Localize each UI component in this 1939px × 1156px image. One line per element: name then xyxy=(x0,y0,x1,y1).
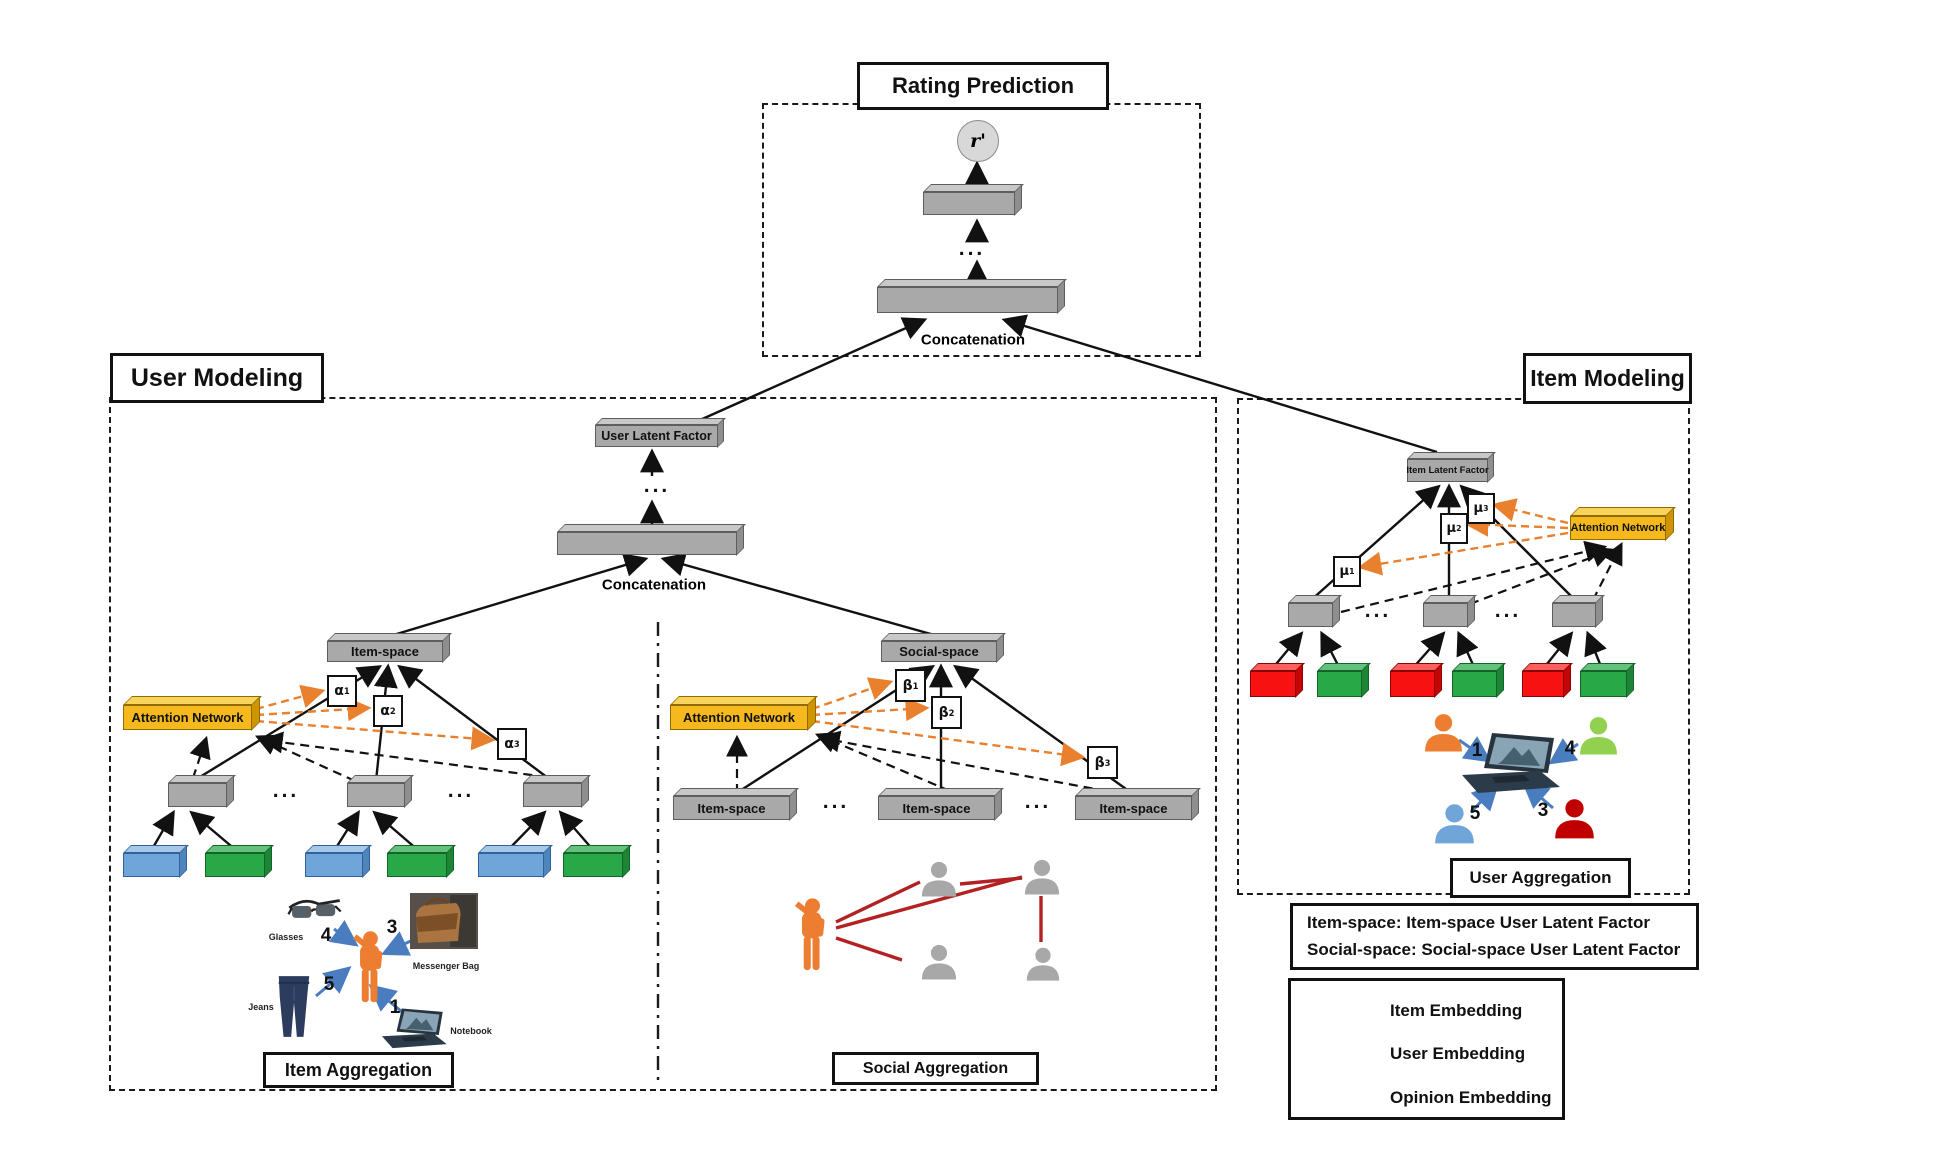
user-modeling-dashed-arrows xyxy=(189,730,1123,796)
jeans-rating: 5 xyxy=(323,974,335,995)
item-aggregation-title: Item Aggregation xyxy=(263,1052,454,1088)
user-embedding-3 xyxy=(1522,671,1564,697)
legend-user-embedding-label: User Embedding xyxy=(1390,1044,1526,1063)
rating-arrows xyxy=(699,160,1438,454)
user-modeling-region xyxy=(109,397,1217,1091)
attention-weight-arrows-right xyxy=(1357,498,1569,576)
legend-item-embedding-label: Item Embedding xyxy=(1390,1001,1523,1020)
social-space-latent-bar: Social-space xyxy=(881,641,997,662)
um-concatenation-bar xyxy=(557,532,737,555)
friend-itemspace-2: Item-space xyxy=(878,796,995,820)
user-embedding-2 xyxy=(1390,671,1435,697)
im-opinion-embedding-1 xyxy=(1317,671,1362,697)
social-graph-links xyxy=(835,875,1043,962)
jeans-icon xyxy=(277,974,311,1039)
item-modeling-arrows xyxy=(1271,483,1607,670)
user-rating-4: 4 xyxy=(1564,738,1576,759)
definitions-note: Item-space: Item-space User Latent Facto… xyxy=(1290,903,1699,970)
opinion-embedding-3 xyxy=(563,853,623,877)
item-latent-factor-bar: Item Latent Factor xyxy=(1406,459,1489,482)
legend-box xyxy=(1288,978,1565,1120)
rating-concatenation-bar xyxy=(877,287,1058,313)
messenger-bag-icon xyxy=(410,893,478,949)
user-red-icon xyxy=(1555,799,1594,839)
item-opinion-hidden-3 xyxy=(523,783,582,807)
user-orange-icon xyxy=(1425,714,1462,752)
friend-icon xyxy=(1026,947,1060,981)
attention-network-social: Attention Network xyxy=(670,705,808,730)
item-opinion-hidden-1 xyxy=(168,783,227,807)
user-aggregation-title: User Aggregation xyxy=(1450,858,1631,898)
im-ellipsis-1: ... xyxy=(1364,598,1392,622)
notebook-rating: 1 xyxy=(389,997,401,1018)
user-latent-factor-bar: User Latent Factor xyxy=(595,425,718,447)
im-opinion-embedding-3 xyxy=(1580,671,1627,697)
user-green-icon xyxy=(1580,717,1617,755)
item-hidden-ellipsis-1: ... xyxy=(272,778,300,802)
rating-hidden-layer-bar xyxy=(923,192,1015,215)
opinion-embedding-2 xyxy=(387,853,447,877)
user-aggregation-people xyxy=(1425,714,1617,844)
item-modeling-title: Item Modeling xyxy=(1523,353,1692,404)
im-ellipsis-2: ... xyxy=(1494,598,1522,622)
friend-itemspace-1: Item-space xyxy=(673,796,790,820)
rating-ellipsis: ... xyxy=(958,236,986,260)
friend-itemspace-3: Item-space xyxy=(1075,796,1192,820)
friend-icon xyxy=(921,944,957,980)
friend-icon xyxy=(1024,859,1060,895)
um-concat-label: Concatenation xyxy=(601,576,707,594)
glasses-icon xyxy=(287,899,343,920)
item-space-latent-bar: Item-space xyxy=(327,641,443,662)
item-opinion-hidden-2 xyxy=(347,783,405,807)
note-line-socialspace: Social-space: Social-space User Latent F… xyxy=(1307,939,1681,959)
attention-network-user: Attention Network xyxy=(1570,516,1666,540)
rating-concat-label: Concatenation xyxy=(920,331,1026,349)
predicted-rating-node: r' xyxy=(957,120,999,162)
im-opinion-embedding-2 xyxy=(1452,671,1497,697)
attention-weight-arrows-left xyxy=(255,677,1086,767)
item-embedding-1 xyxy=(123,853,180,877)
user-opinion-hidden-2 xyxy=(1423,603,1468,627)
opinion-embedding-1 xyxy=(205,853,265,877)
social-ellipsis-2: ... xyxy=(1024,789,1052,813)
attention-network-item: Attention Network xyxy=(123,705,252,730)
glasses-label: Glasses xyxy=(268,932,304,942)
user-opinion-hidden-3 xyxy=(1552,603,1596,627)
user-blue-icon xyxy=(1435,804,1474,844)
glasses-rating: 4 xyxy=(320,925,332,946)
jeans-label: Jeans xyxy=(248,1002,274,1012)
um-ellipsis: ... xyxy=(643,473,671,497)
user-rating-5: 5 xyxy=(1469,803,1481,824)
ego-user-icon xyxy=(794,898,825,971)
messenger-bag-label: Messenger Bag xyxy=(412,961,480,971)
bag-rating: 3 xyxy=(386,917,398,938)
item-embedding-3 xyxy=(478,853,544,877)
item-modeling-dashed-arrows xyxy=(1340,540,1623,614)
user-rating-1: 1 xyxy=(1471,740,1483,761)
item-embedding-2 xyxy=(305,853,363,877)
legend-opinion-embedding-label: Opinion Embedding xyxy=(1390,1088,1552,1107)
friend-icon xyxy=(921,861,957,897)
user-modeling-title: User Modeling xyxy=(110,353,324,403)
social-ellipsis-1: ... xyxy=(822,789,850,813)
social-aggregation-title: Social Aggregation xyxy=(832,1052,1039,1085)
item-hidden-ellipsis-2: ... xyxy=(447,778,475,802)
user-embedding-1 xyxy=(1250,671,1296,697)
user-opinion-hidden-1 xyxy=(1288,603,1333,627)
note-line-itemspace: Item-space: Item-space User Latent Facto… xyxy=(1307,913,1650,933)
user-rating-3: 3 xyxy=(1537,800,1549,821)
rating-prediction-title: Rating Prediction xyxy=(857,62,1109,110)
notebook-label: Notebook xyxy=(450,1026,492,1036)
